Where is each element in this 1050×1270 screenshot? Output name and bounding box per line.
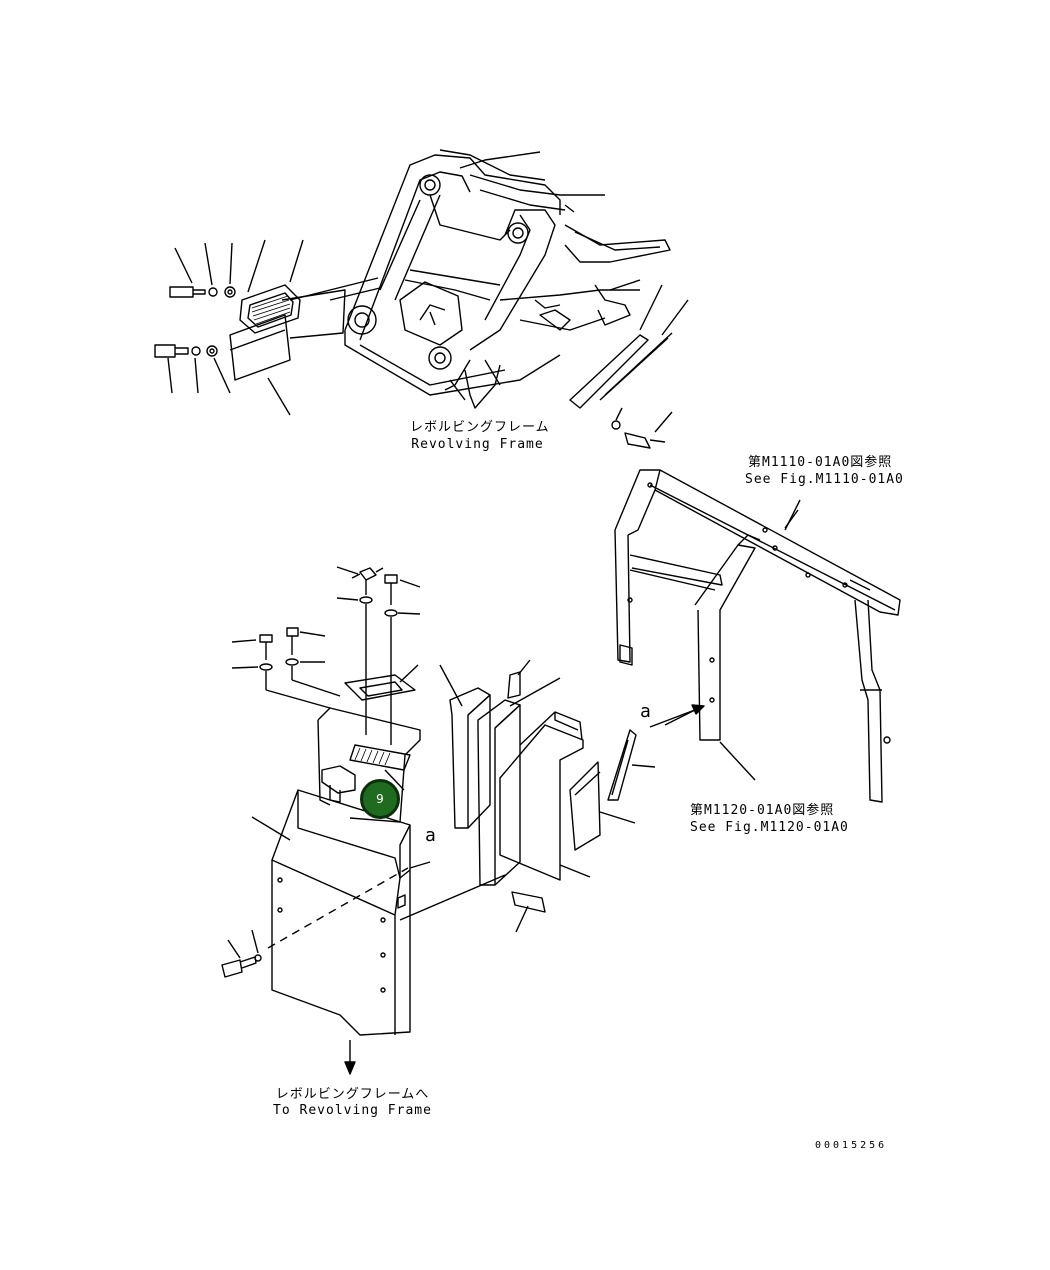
figure-id: 00015256 — [815, 1140, 888, 1151]
bottom-group-label-ja: レボルビングフレームへ — [275, 1087, 430, 1102]
callout-hotspot-number: 9 — [376, 792, 384, 806]
bottom-group-label-en: To Revolving Frame — [273, 1103, 432, 1118]
upper-right-fasteners — [564, 204, 689, 449]
cover-top-plates — [231, 566, 421, 823]
callout-hotspot-button[interactable]: 9 — [360, 779, 400, 819]
ref-upper-label-en: See Fig.M1110-01A0 — [745, 472, 904, 487]
top-group-label-en: Revolving Frame — [411, 437, 544, 452]
ref-lower-label-ja: 第M1120-01A0図参照 — [690, 803, 835, 818]
cab-frame-drawing — [614, 469, 901, 803]
cover-box-drawing — [221, 789, 431, 1075]
insulation-pads-drawing — [399, 659, 705, 933]
view-mark-a-right: a — [640, 701, 652, 722]
upper-left-plate-assembly — [154, 239, 381, 416]
view-mark-a-left: a — [425, 825, 437, 846]
top-group-label-ja: レボルビングフレーム — [410, 420, 550, 435]
ref-upper-label-ja: 第M1110-01A0図参照 — [748, 455, 893, 470]
ref-lower-label-en: See Fig.M1120-01A0 — [690, 820, 849, 835]
revolving-frame-drawing — [344, 149, 673, 409]
